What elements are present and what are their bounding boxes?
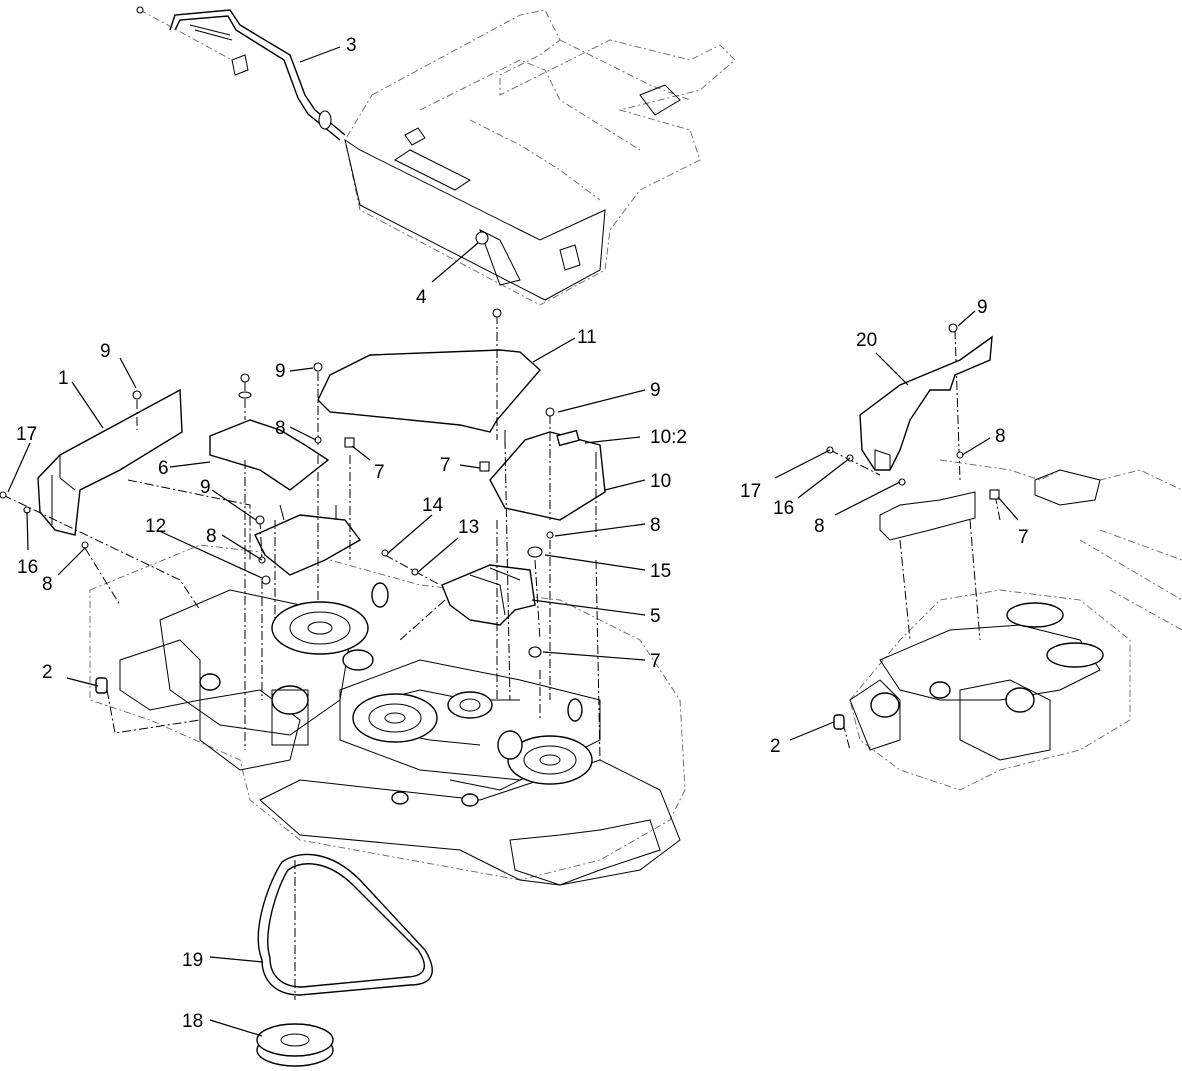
handle-part [136,6,346,141]
decal-10-2 [556,429,580,447]
label-8-mid: 8 [650,515,661,536]
label-14: 14 [422,495,444,516]
cover-1 [37,388,183,536]
label-7-mid: 7 [440,455,451,476]
label-17-right: 17 [740,481,761,502]
assembly-lines [2,315,601,1000]
bracket-5 [441,564,536,626]
label-16-right: 16 [773,498,794,519]
cover-6 [209,419,330,491]
label-3: 3 [346,35,357,56]
cover-12 [254,514,362,576]
mower-deck [89,544,686,886]
callout-labels: 3 4 1 9 17 16 8 2 6 9 8 7 9 12 8 11 9 10… [16,35,1029,1032]
label-7-center: 7 [374,462,385,483]
label-9-right: 9 [650,380,661,401]
label-12: 12 [145,516,166,537]
label-1: 1 [58,368,69,389]
label-16-left: 16 [17,557,38,578]
pulleys [199,582,593,807]
frame-assembly [344,9,736,306]
label-5: 5 [650,606,661,627]
label-10-2: 10:2 [650,427,687,448]
label-9-left: 9 [100,341,111,362]
label-8-left: 8 [42,574,53,595]
label-7-right: 7 [1018,527,1029,548]
bushing-2-right [833,714,845,730]
right-assembly [829,329,1182,791]
label-2-right: 2 [770,736,781,757]
label-8-center: 8 [275,418,286,439]
label-9-lower: 9 [200,477,211,498]
belt-19 [257,853,433,996]
label-18: 18 [182,1011,203,1032]
label-15: 15 [650,561,671,582]
leader-lines [7,46,1019,1037]
label-19: 19 [182,950,203,971]
label-2-left: 2 [42,662,53,683]
label-11: 11 [577,327,597,348]
label-17-left: 17 [16,424,37,445]
label-8-far-right-low: 8 [814,516,825,537]
label-10: 10 [650,471,671,492]
cover-11 [317,349,541,433]
label-9-far-right: 9 [977,297,988,318]
label-7-low: 7 [650,651,661,672]
label-4: 4 [416,287,427,308]
hardware-left [0,308,597,658]
label-20: 20 [856,330,877,351]
label-13: 13 [458,517,479,538]
label-6: 6 [158,458,169,479]
label-9-center: 9 [275,361,286,382]
label-8-lower: 8 [206,526,217,547]
cover-10 [489,431,606,521]
cover-20 [859,335,993,471]
label-8-far-right: 8 [995,426,1006,447]
pulley-18 [256,1023,334,1067]
